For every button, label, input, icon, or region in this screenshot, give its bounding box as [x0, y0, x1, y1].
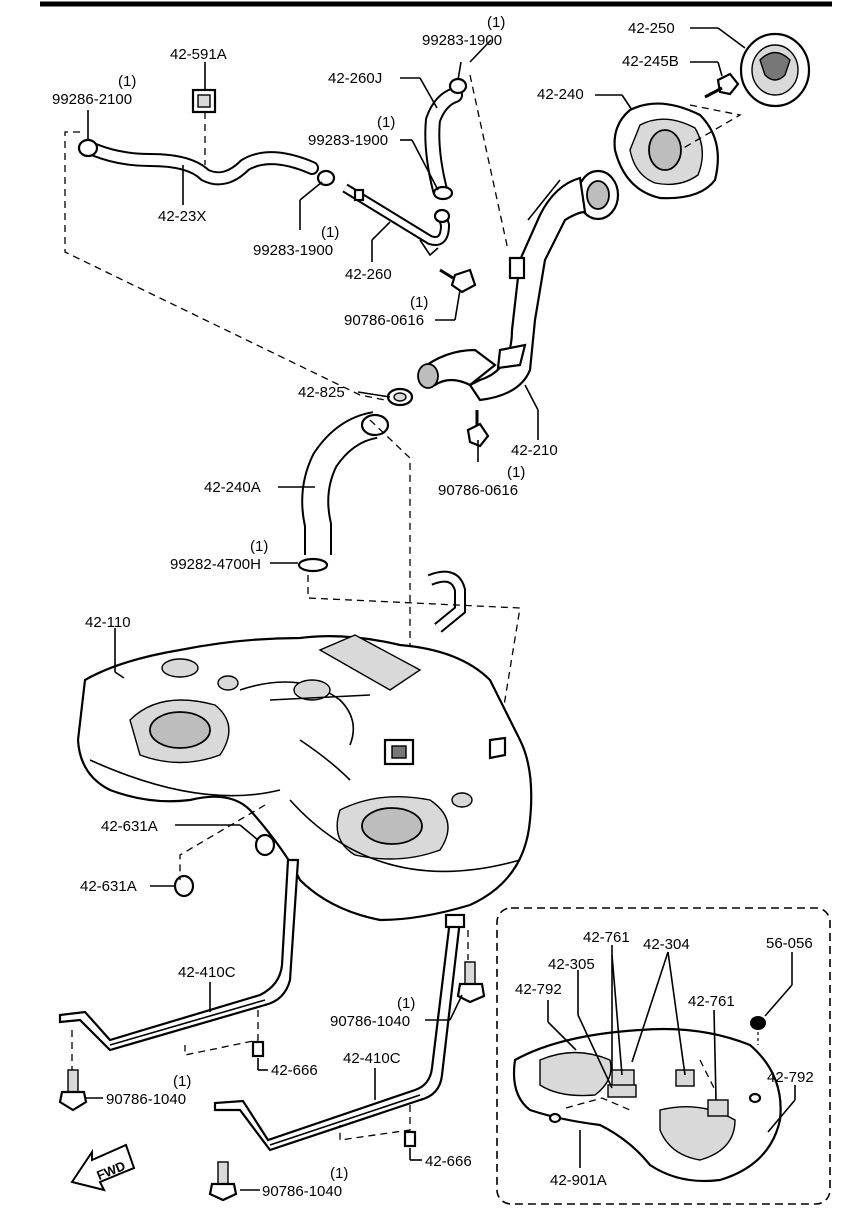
bolt-90786-0616-low [466, 410, 490, 448]
label-99283-1900-top-qty: (1) [487, 14, 505, 31]
bolt-90786-0616-top [439, 268, 477, 294]
dash-240a-to-tank [369, 419, 411, 665]
hose-42-240a [301, 411, 390, 555]
fuel-tank-42-110 [76, 634, 533, 922]
label-42-410c-2: 42-410C [343, 1050, 401, 1067]
dash-grommet [179, 804, 266, 880]
filler-pipe-42-210 [417, 169, 620, 402]
dash-cap-housing [679, 104, 742, 151]
grommet-42-631a-2 [173, 874, 195, 898]
label-90786-0616-low-qty: (1) [507, 464, 525, 481]
label-42-761-1: 42-761 [583, 929, 630, 946]
label-99283-1900-top: 99283-1900 [422, 32, 502, 49]
clip-42-591a [191, 88, 217, 114]
label-99283-1900-low: 99283-1900 [253, 242, 333, 259]
label-42-666-1: 42-666 [271, 1062, 318, 1079]
label-90786-1040-2-qty: (1) [397, 995, 415, 1012]
strap-42-410c-2 [213, 913, 466, 1152]
label-42-761-2: 42-761 [688, 993, 735, 1010]
label-99286-2100-qty: (1) [118, 73, 136, 90]
label-90786-1040-2: 90786-1040 [330, 1013, 410, 1030]
part-labels: (1) 99283-1900 42-250 42-591A 42-245B 42… [52, 14, 814, 1200]
label-42-591a: 42-591A [170, 46, 227, 63]
bolt-90786-1040-2 [456, 961, 486, 1004]
nut-42-666-1 [251, 1040, 265, 1058]
bolt-42-245b [704, 72, 740, 99]
label-42-260: 42-260 [345, 266, 392, 283]
inset-heat-insulator [496, 907, 831, 1205]
label-90786-1040-1-qty: (1) [173, 1073, 191, 1090]
clamp-99283-1900-low [316, 169, 336, 187]
label-90786-0616-top: 90786-0616 [344, 312, 424, 329]
label-42-825: 42-825 [298, 384, 345, 401]
label-56-056: 56-056 [766, 935, 813, 952]
clamp-99282-4700h [297, 557, 329, 573]
dash-strap1 [184, 1010, 259, 1056]
label-42-631a-2: 42-631A [80, 878, 137, 895]
clip-99286-2100 [77, 138, 99, 158]
label-99283-1900-low-qty: (1) [321, 224, 339, 241]
leader-lines [86, 27, 796, 1191]
label-90786-1040-3-qty: (1) [330, 1165, 348, 1182]
label-99286-2100: 99286-2100 [52, 91, 132, 108]
label-90786-1040-1: 90786-1040 [106, 1091, 186, 1108]
label-42-110: 42-110 [85, 614, 131, 631]
label-90786-1040-3: 90786-1040 [262, 1183, 342, 1200]
label-90786-0616-top-qty: (1) [410, 294, 428, 311]
clamp-99283-1900-mid [432, 185, 454, 201]
dash-strap2 [339, 1105, 411, 1141]
label-42-240: 42-240 [537, 86, 584, 103]
fwd-arrow-icon: FWD [70, 1143, 136, 1192]
label-42-792-2: 42-792 [767, 1069, 814, 1086]
label-42-305: 42-305 [548, 956, 595, 973]
bolt-90786-1040-3 [208, 1161, 238, 1202]
strap-42-410c-1 [58, 858, 300, 1052]
label-42-23x: 42-23X [158, 208, 206, 225]
label-42-666-2: 42-666 [425, 1153, 472, 1170]
dash-hose-23x-to-tank [64, 131, 386, 401]
nut-42-666-2 [403, 1130, 417, 1148]
label-42-250: 42-250 [628, 20, 675, 37]
fuel-cap-42-250 [739, 32, 811, 108]
clamp-42-825 [386, 387, 414, 407]
label-42-210: 42-210 [511, 442, 558, 459]
pipe-42-260 [342, 183, 451, 257]
label-90786-0616-low: 90786-0616 [438, 482, 518, 499]
bolt-90786-1040-1 [58, 1069, 88, 1112]
dash-260j-to-pipe [469, 74, 509, 251]
filler-housing-42-240 [613, 102, 719, 200]
hose-42-260j [424, 87, 463, 198]
label-99283-1900-mid: 99283-1900 [308, 132, 388, 149]
label-42-240a: 42-240A [204, 479, 261, 496]
label-42-304: 42-304 [643, 936, 690, 953]
label-99282-4700h: 99282-4700H [170, 556, 261, 573]
hose-42-23x [88, 143, 319, 186]
label-42-631a-1: 42-631A [101, 818, 158, 835]
label-99283-1900-mid-qty: (1) [377, 114, 395, 131]
grommet-42-631a-1 [254, 833, 276, 857]
label-42-792-1: 42-792 [515, 981, 562, 998]
label-42-260j: 42-260J [328, 70, 382, 87]
clamp-99283-1900-top [448, 77, 468, 95]
label-99282-4700h-qty: (1) [250, 538, 268, 555]
breather-hose [427, 570, 466, 633]
label-42-245b: 42-245B [622, 53, 679, 70]
label-42-901a: 42-901A [550, 1172, 607, 1189]
label-42-410c-1: 42-410C [178, 964, 236, 981]
